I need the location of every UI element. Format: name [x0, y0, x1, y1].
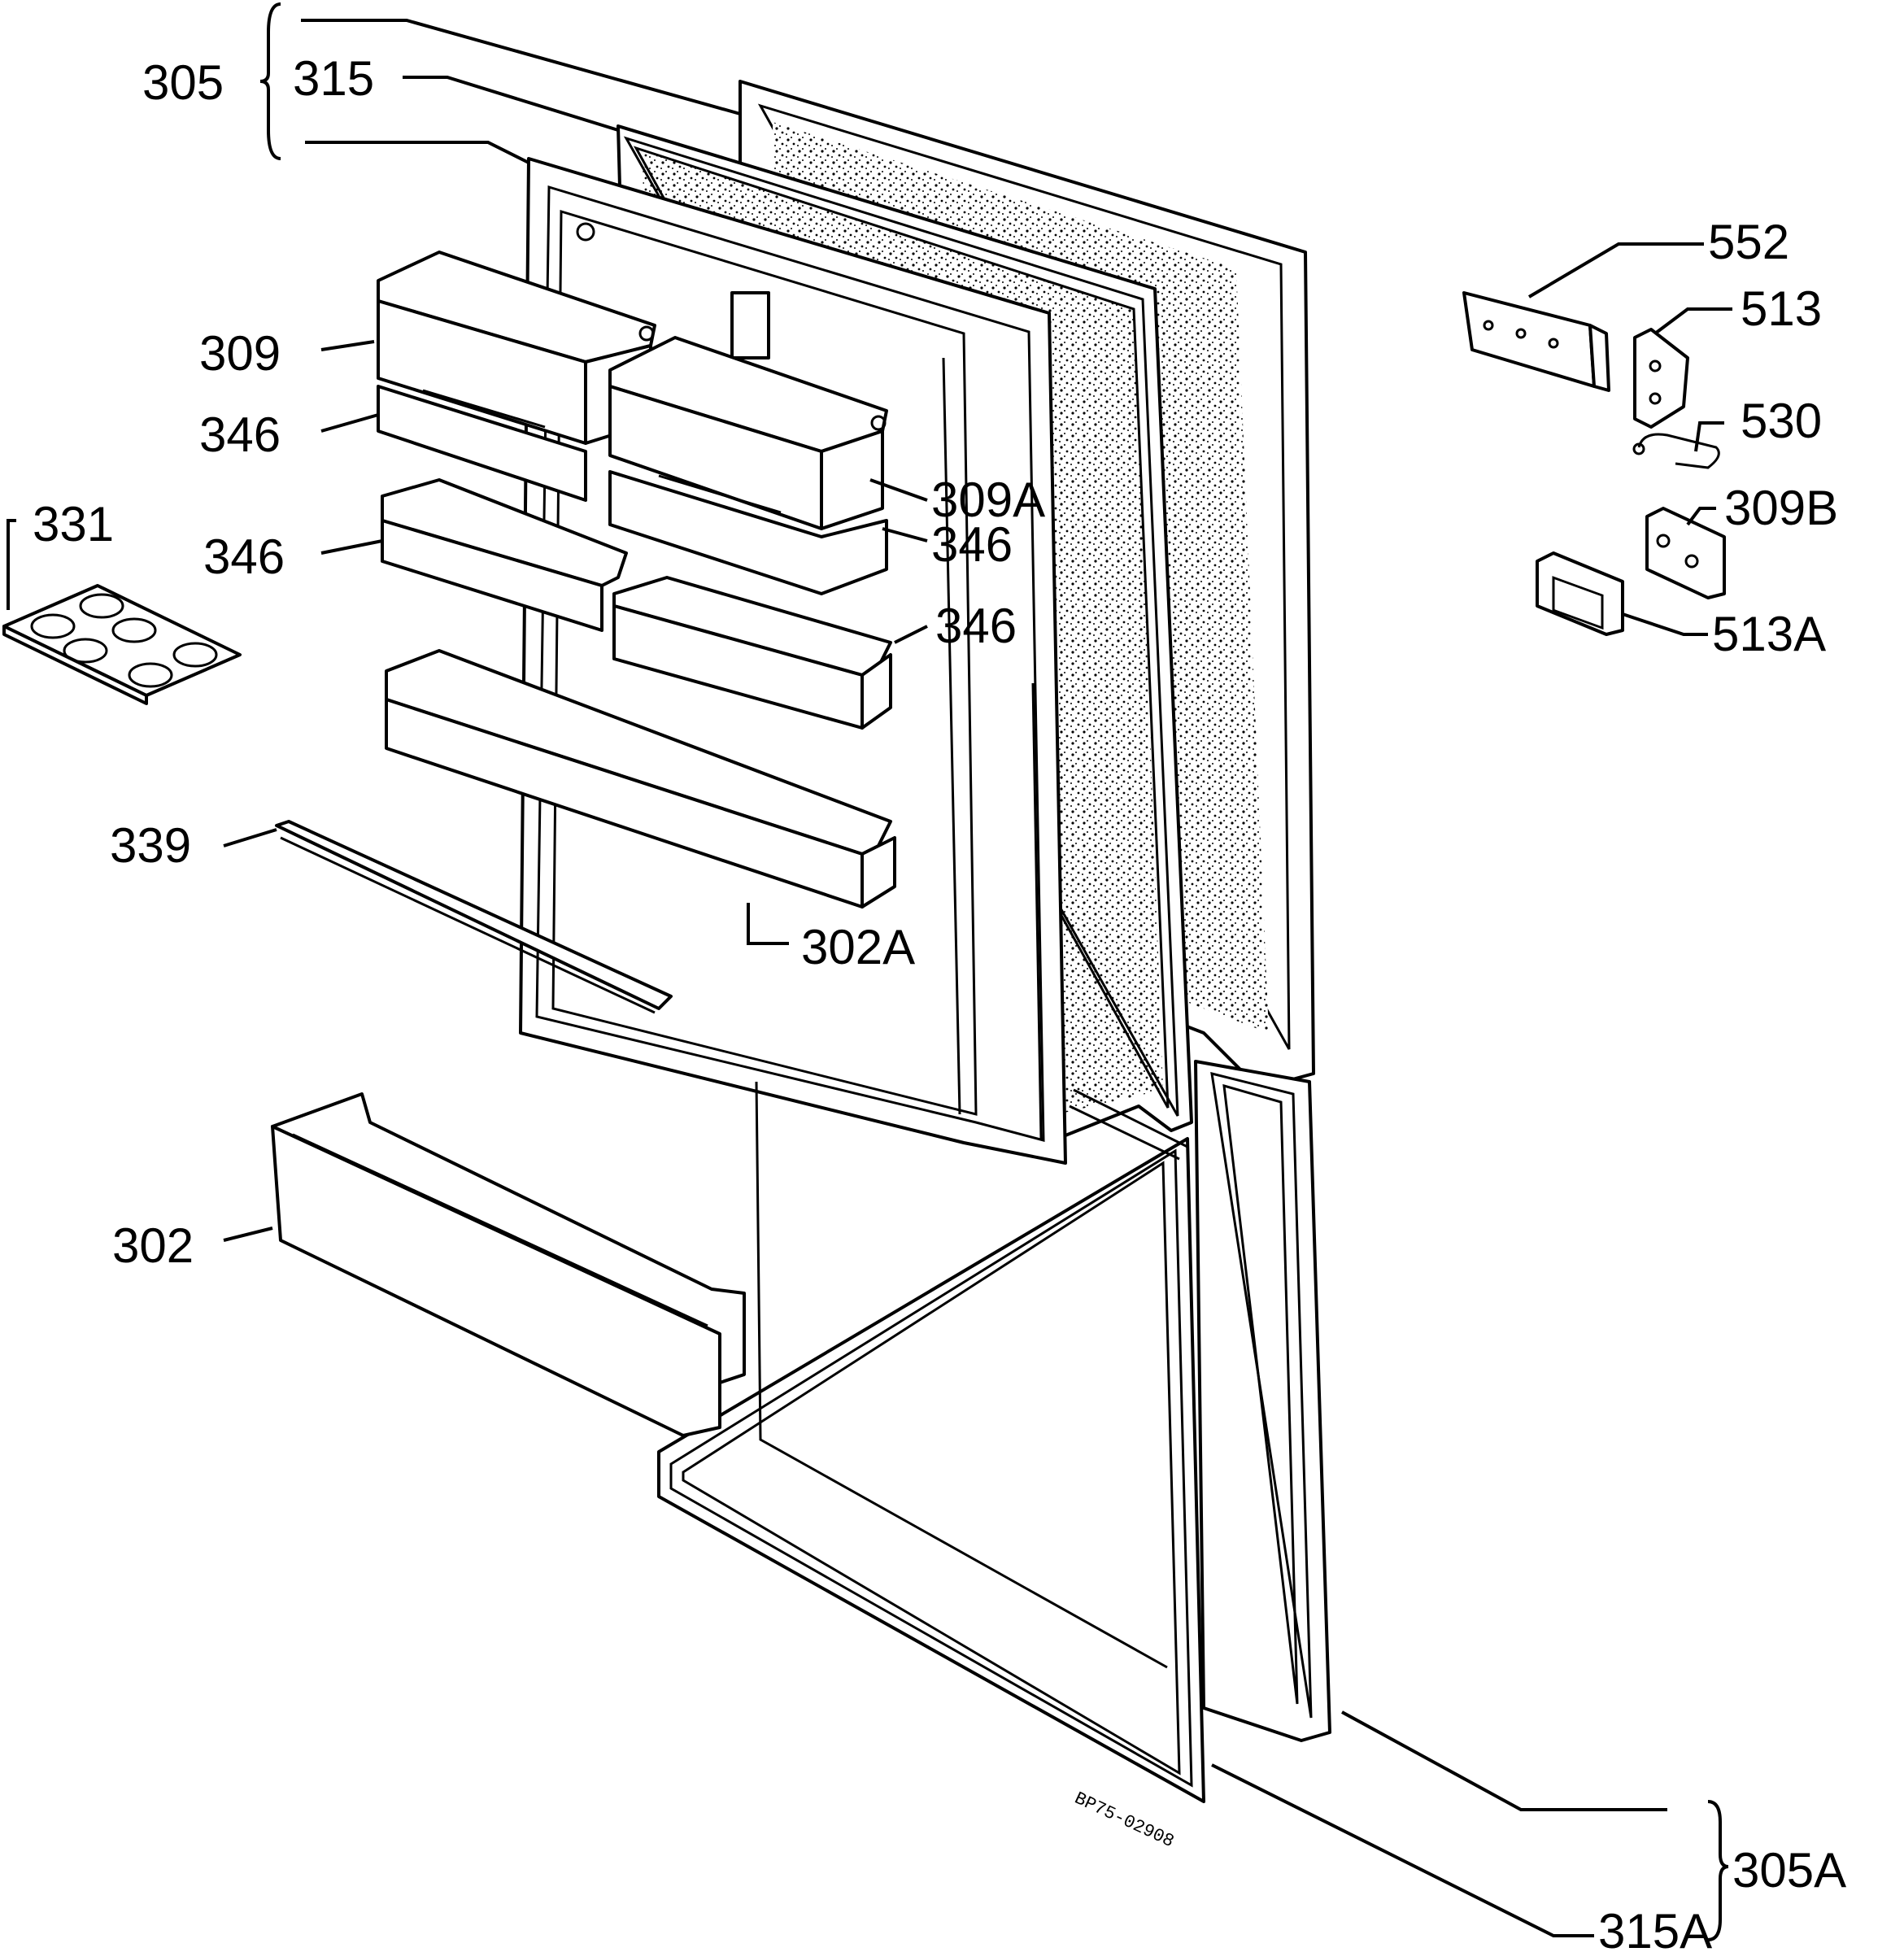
door-shelf-346-right: [612, 576, 892, 730]
label-346-top-right: 346: [931, 517, 1013, 572]
lower-door-gasket: [657, 1088, 1205, 1803]
label-309A: 309A: [931, 473, 1045, 527]
label-309: 309: [199, 326, 281, 381]
door-shelf-302A: [385, 649, 896, 908]
egg-tray-331: [2, 584, 242, 705]
label-309B: 309B: [1724, 481, 1838, 535]
label-315: 315: [293, 51, 374, 106]
label-346-middle-right: 346: [935, 599, 1017, 653]
lower-door-liner: [755, 1081, 1168, 1669]
label-346-middle-left: 346: [203, 529, 285, 584]
hinge-cap-513A: [1536, 551, 1624, 636]
label-302A: 302A: [801, 920, 915, 974]
hinge-cover-552: [1462, 291, 1610, 392]
label-530: 530: [1741, 394, 1822, 448]
dairy-box-309A: [608, 336, 888, 530]
lower-door-outer-panel: [1194, 1060, 1331, 1742]
label-513: 513: [1741, 281, 1822, 336]
label-305A: 305A: [1732, 1843, 1846, 1898]
door-shelf-346-left: [381, 478, 628, 632]
leader-lines: [7, 2, 1732, 1941]
label-302: 302: [112, 1218, 194, 1273]
dairy-box-lid-346-right: [608, 470, 888, 595]
shelf-bar-339: [275, 820, 673, 1014]
label-315A: 315A: [1598, 1904, 1712, 1952]
label-552: 552: [1708, 215, 1789, 269]
hinge-pin-530: [1632, 433, 1720, 469]
label-339: 339: [110, 818, 191, 873]
label-331: 331: [33, 497, 114, 551]
label-305: 305: [142, 55, 224, 110]
label-346-top-left: 346: [199, 407, 281, 462]
hinge-bracket-513: [1633, 328, 1689, 429]
drawing-reference-stamp: BP75-02908: [1071, 1789, 1177, 1852]
label-513A: 513A: [1712, 607, 1826, 661]
cover-plate-309B: [1645, 507, 1726, 599]
bottle-shelf-302: [271, 1092, 746, 1437]
part-labels: 305 315 309 346 331 346 339 302 302A 309…: [33, 51, 1846, 1952]
